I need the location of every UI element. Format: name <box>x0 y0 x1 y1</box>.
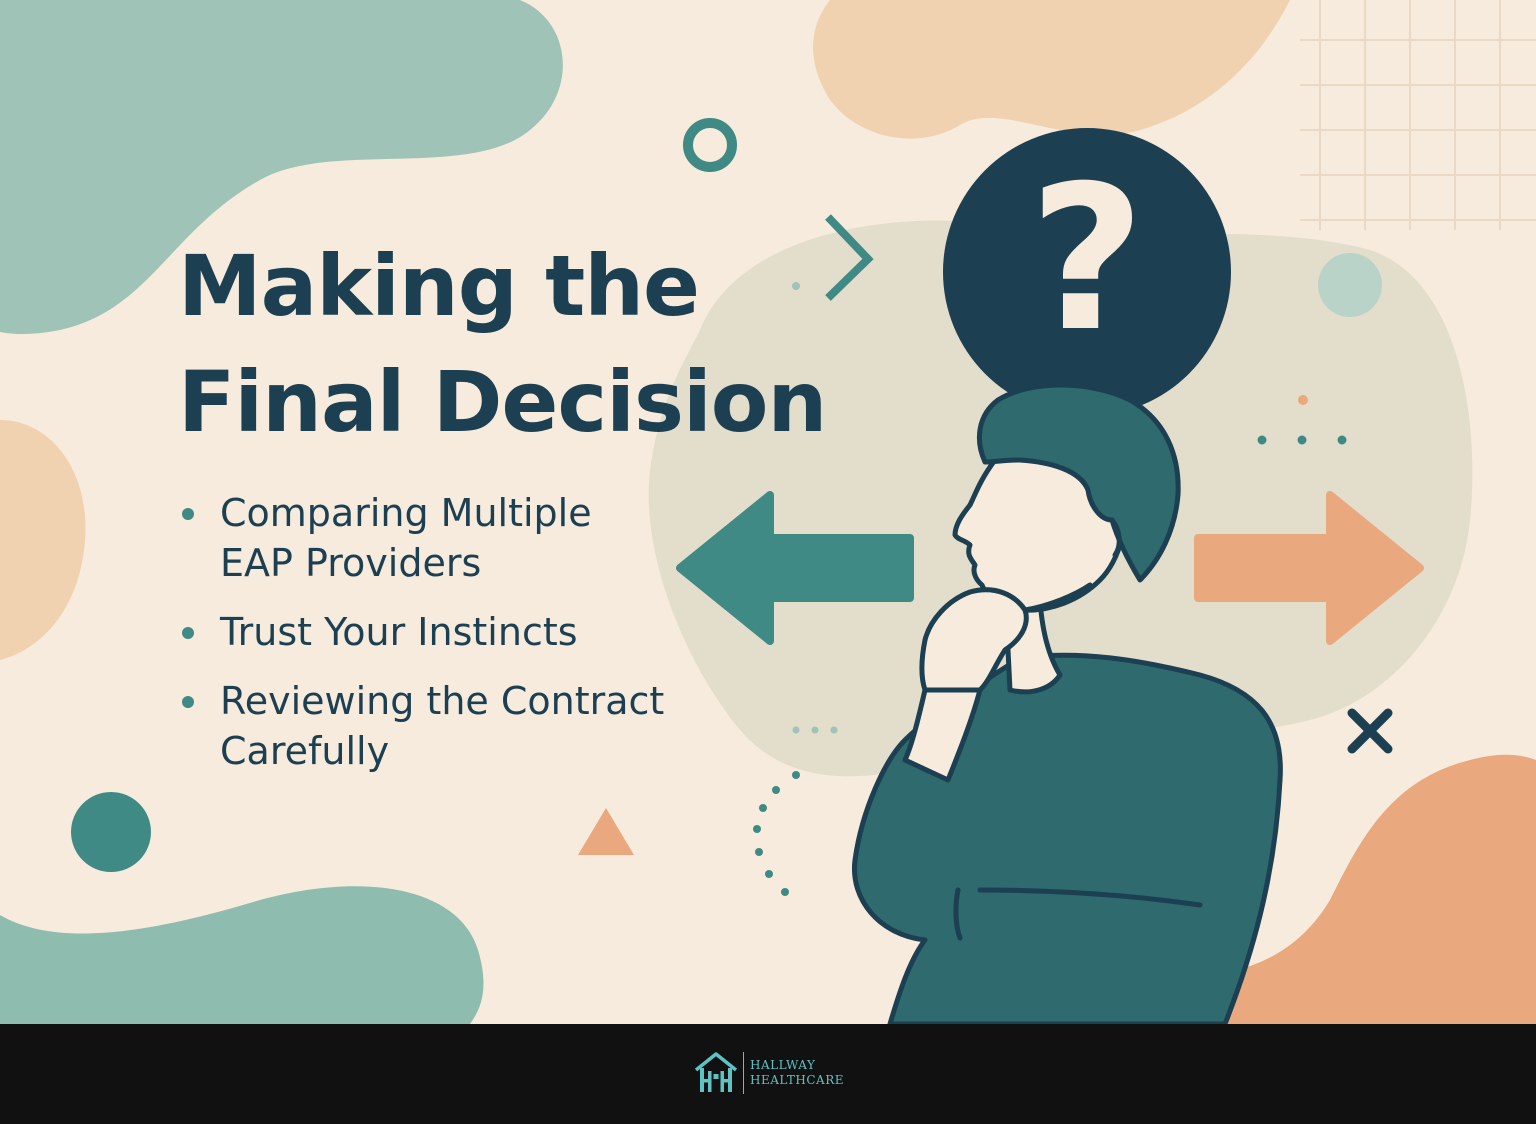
bullet-item: Reviewing the Contract Carefully <box>182 676 665 776</box>
logo-wordmark: HALLWAY HEALTHCARE <box>750 1058 844 1088</box>
thinking-person <box>851 382 1283 1024</box>
sage-blob-top-left <box>0 0 563 334</box>
title-line-2: Final Decision <box>178 353 827 451</box>
arm-line <box>977 887 1203 908</box>
bullet-item: Trust Your Instincts <box>182 607 578 657</box>
sage-blob-bottom-left <box>0 886 484 1024</box>
peach-blob-top <box>813 0 1290 139</box>
teal-ring <box>683 118 737 172</box>
peach-blob-left <box>0 420 86 660</box>
hallway-healthcare-logo: HALLWAY HEALTHCARE <box>693 1050 844 1096</box>
bullet-text-line2: Carefully <box>220 729 390 773</box>
sage-circle <box>1318 253 1382 317</box>
bullet-dot <box>182 696 194 708</box>
bullet-text-line1: Comparing Multiple <box>220 491 592 535</box>
forearm <box>902 687 983 783</box>
question-mark: ? <box>1028 143 1145 376</box>
footer-bar <box>0 1024 1536 1124</box>
bullet-dot <box>182 627 194 639</box>
bullet-text-line2: EAP Providers <box>220 541 482 585</box>
logo-divider <box>743 1052 744 1094</box>
grid-pattern <box>1300 0 1536 230</box>
bullet-text-line1: Reviewing the Contract <box>220 679 665 723</box>
bullet-dot <box>182 508 194 520</box>
bullet-item: Comparing Multiple EAP Providers <box>182 488 592 588</box>
dot-accents <box>753 282 1347 896</box>
title-line-1: Making the <box>178 237 700 335</box>
teal-circle <box>71 792 151 872</box>
logo-line-1: HALLWAY <box>750 1058 816 1072</box>
peach-triangle <box>578 808 634 855</box>
sleeve-cuff <box>953 887 963 941</box>
question-bubble <box>943 128 1231 416</box>
hair <box>976 382 1181 583</box>
arrow-left <box>676 491 914 645</box>
chevron-right <box>825 214 874 301</box>
peach-blob-bottom-right <box>1075 754 1536 1024</box>
bullet-text-line1: Trust Your Instincts <box>220 610 578 654</box>
background-illustration <box>0 0 1536 1024</box>
logo-line-2: HEALTHCARE <box>750 1073 844 1087</box>
ear-line <box>1109 517 1122 558</box>
arrow-right <box>1194 491 1424 645</box>
close-x-mark <box>1347 708 1393 754</box>
chin-line <box>1022 582 1093 613</box>
house-logo-icon <box>694 1052 738 1092</box>
